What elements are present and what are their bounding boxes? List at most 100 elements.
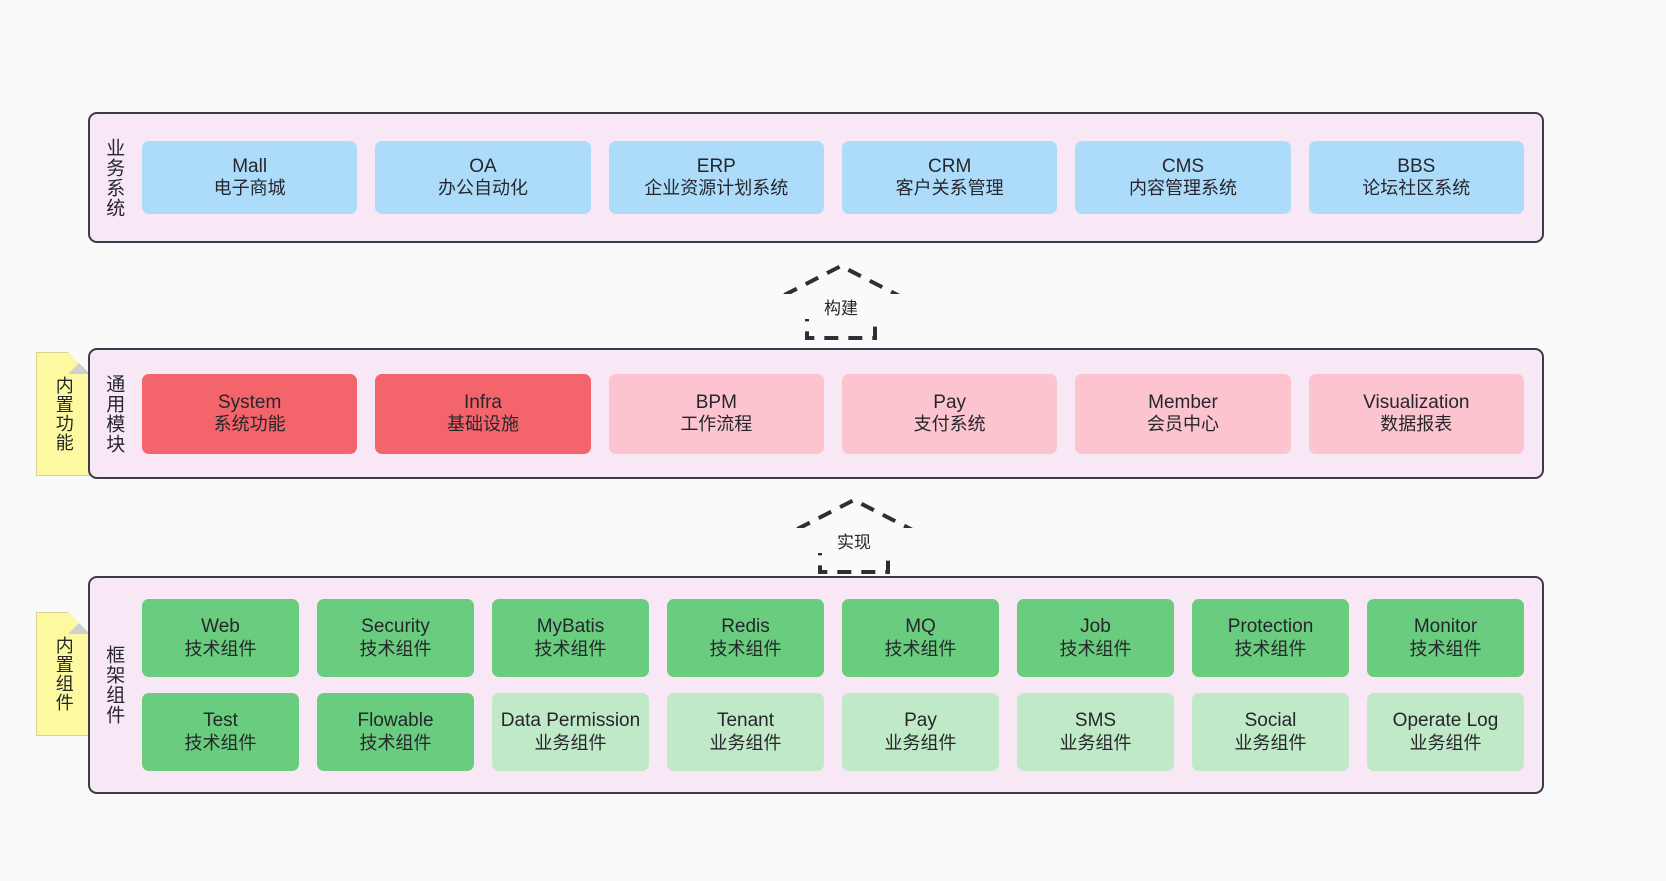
node-desc: 办公自动化 [437,178,528,199]
node-job[interactable]: Job 技术组件 [1017,599,1174,677]
node-desc: 技术组件 [1409,638,1482,659]
node-title: Tenant [716,710,775,732]
arrow-implement-label: 实现 [768,528,940,553]
node-title: BPM [695,391,737,413]
node-desc: 业务组件 [1059,732,1132,753]
common-row: System 系统功能 Infra 基础设施 BPM 工作流程 Pay 支付系统… [142,373,1524,454]
node-desc: 技术组件 [534,638,607,659]
node-desc: 技术组件 [1059,638,1132,659]
node-desc: 技术组件 [359,638,432,659]
node-desc: 技术组件 [1234,638,1307,659]
node-test[interactable]: Test 技术组件 [142,693,299,771]
node-title: Redis [721,616,770,638]
node-bpm[interactable]: BPM 工作流程 [608,373,824,454]
node-title: Infra [463,391,502,413]
arrow-build: 构建 [755,262,927,340]
node-title: CRM [928,155,972,177]
node-mq[interactable]: MQ 技术组件 [842,599,999,677]
node-crm[interactable]: CRM 客户关系管理 [841,141,1058,214]
layer-body-framework: Web 技术组件 Security 技术组件 MyBatis 技术组件 Redi… [136,578,1542,792]
framework-row-1: Web 技术组件 Security 技术组件 MyBatis 技术组件 Redi… [142,599,1524,677]
layer-title-business: 业务系统 [103,137,125,218]
node-bbs[interactable]: BBS 论坛社区系统 [1308,141,1524,214]
node-desc: 数据报表 [1380,414,1453,435]
note-builtin-features: 内置功能 [36,352,90,476]
node-desc: 基础设施 [446,414,519,435]
node-title: Pay [933,391,967,413]
node-title: Protection [1227,616,1314,638]
node-title: CMS [1161,155,1205,177]
node-desc: 内容管理系统 [1128,178,1237,199]
node-desc: 技术组件 [884,638,957,659]
node-redis[interactable]: Redis 技术组件 [667,599,824,677]
node-desc: 论坛社区系统 [1362,178,1471,199]
node-title: ERP [696,155,736,177]
node-member[interactable]: Member 会员中心 [1075,373,1291,454]
node-infra[interactable]: Infra 基础设施 [375,373,591,454]
node-title: BBS [1397,155,1436,177]
node-title: Job [1080,616,1111,638]
node-title: Monitor [1413,616,1478,638]
node-mall[interactable]: Mall 电子商城 [142,141,358,214]
node-protection[interactable]: Protection 技术组件 [1192,599,1349,677]
node-operate-log[interactable]: Operate Log 业务组件 [1367,693,1524,771]
node-tenant[interactable]: Tenant 业务组件 [667,693,824,771]
node-monitor[interactable]: Monitor 技术组件 [1367,599,1524,677]
note-builtin-components: 内置组件 [36,612,90,736]
node-title: Visualization [1363,391,1470,413]
node-title: Member [1148,391,1218,413]
node-title: Pay [904,710,937,732]
node-desc: 技术组件 [359,732,432,753]
layer-body-business: Mall 电子商城 OA 办公自动化 ERP 企业资源计划系统 CRM 客户关系… [136,114,1542,241]
node-title: Data Permission [500,710,641,732]
business-row: Mall 电子商城 OA 办公自动化 ERP 企业资源计划系统 CRM 客户关系… [142,141,1524,214]
node-visualization[interactable]: Visualization 数据报表 [1308,373,1524,454]
node-title: Operate Log [1392,710,1499,732]
node-sms[interactable]: SMS 业务组件 [1017,693,1174,771]
arrow-build-label: 构建 [755,294,927,319]
node-system[interactable]: System 系统功能 [142,373,358,454]
node-data-permission[interactable]: Data Permission 业务组件 [492,693,649,771]
node-desc: 技术组件 [184,638,257,659]
node-title: Security [361,616,430,638]
note-text: 内置组件 [53,636,74,712]
node-desc: 业务组件 [1409,732,1482,753]
node-title: Web [201,616,240,638]
node-title: MyBatis [536,616,605,638]
node-desc: 企业资源计划系统 [644,178,789,199]
node-pay-module[interactable]: Pay 支付系统 [841,373,1058,454]
node-mybatis[interactable]: MyBatis 技术组件 [492,599,649,677]
layer-title-framework: 框架组件 [103,645,125,725]
node-cms[interactable]: CMS 内容管理系统 [1075,141,1291,214]
note-text: 内置功能 [53,376,74,452]
arrow-implement: 实现 [768,496,940,574]
node-desc: 业务组件 [534,732,607,753]
node-title: Test [203,710,238,732]
node-title: MQ [905,616,936,638]
node-title: Social [1244,710,1297,732]
node-title: OA [469,155,497,177]
layer-body-common: System 系统功能 Infra 基础设施 BPM 工作流程 Pay 支付系统… [136,350,1542,477]
node-desc: 系统功能 [213,414,286,435]
node-desc: 业务组件 [709,732,782,753]
node-title: SMS [1074,710,1117,732]
node-desc: 技术组件 [709,638,782,659]
node-desc: 技术组件 [184,732,257,753]
node-erp[interactable]: ERP 企业资源计划系统 [608,141,824,214]
node-title: Flowable [357,710,434,732]
node-web[interactable]: Web 技术组件 [142,599,299,677]
node-title: System [217,391,282,413]
node-oa[interactable]: OA 办公自动化 [375,141,591,214]
node-desc: 业务组件 [884,732,957,753]
layer-business-systems: 业务系统 Mall 电子商城 OA 办公自动化 ERP 企业资源计划系统 CRM… [88,112,1544,243]
layer-framework-components: 框架组件 Web 技术组件 Security 技术组件 MyBatis 技术组件… [88,576,1544,794]
node-flowable[interactable]: Flowable 技术组件 [317,693,474,771]
node-title: Mall [232,155,268,177]
node-security[interactable]: Security 技术组件 [317,599,474,677]
node-desc: 会员中心 [1146,414,1219,435]
node-social[interactable]: Social 业务组件 [1192,693,1349,771]
node-desc: 电子商城 [213,178,286,199]
node-pay-component[interactable]: Pay 业务组件 [842,693,999,771]
layer-title-common: 通用模块 [103,373,125,454]
